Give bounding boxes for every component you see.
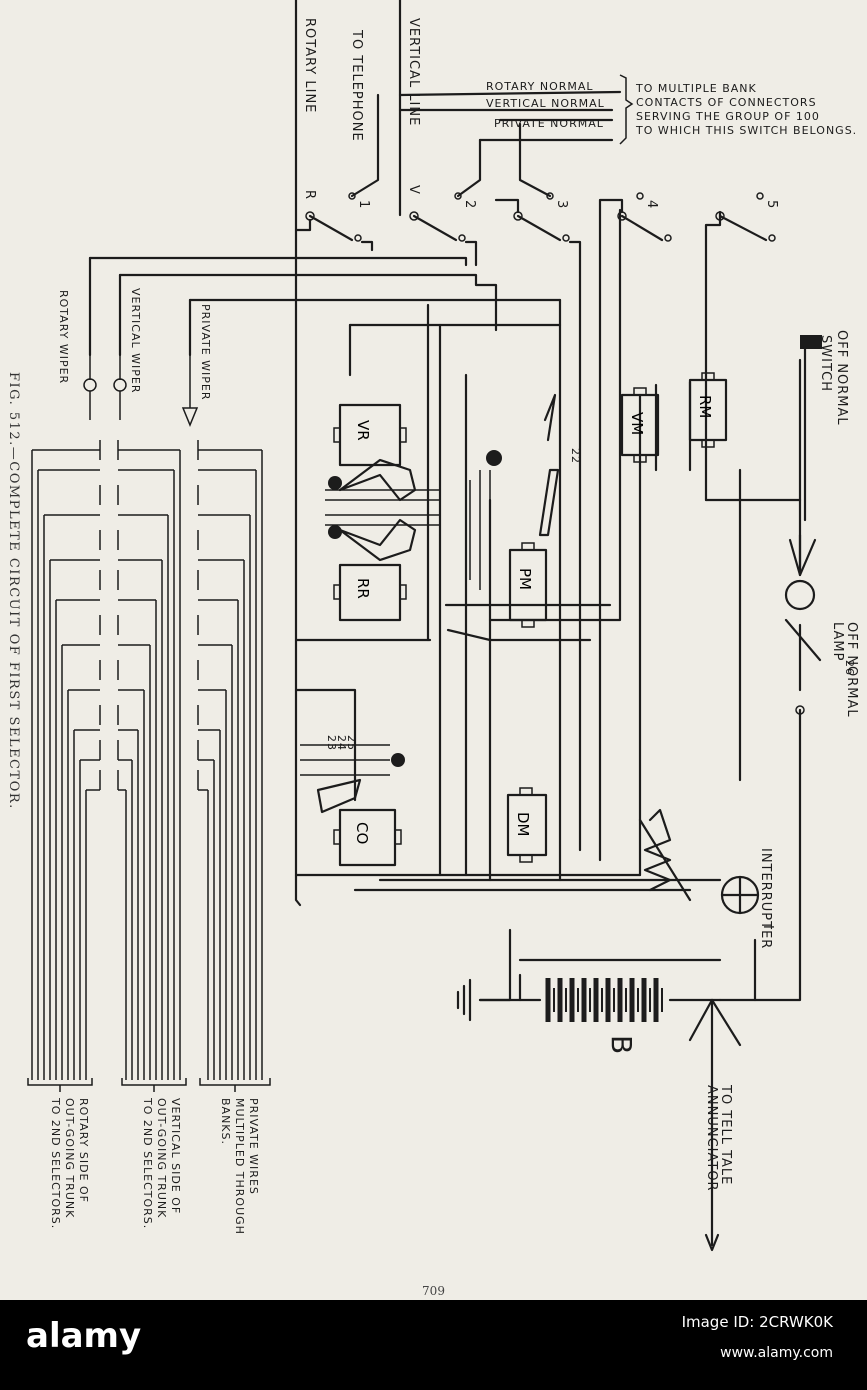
spring-number-1: 1 — [356, 200, 371, 209]
tell-tale-output: TO TELL TALE ANNUNCIATOR — [688, 998, 742, 1252]
private-wires-line-1: PRIVATE WIRES — [247, 1098, 260, 1195]
vertical-brace — [121, 1078, 187, 1092]
rotary-brace — [27, 1078, 93, 1092]
to-telephone-label: TO TELEPHONE — [349, 29, 364, 142]
off-normal-switch-block — [800, 335, 822, 349]
co-armature-contact — [391, 753, 405, 767]
tell-tale-line-2: ANNUNCIATOR — [704, 1085, 719, 1192]
off-normal-switch-line-2: SWITCH — [818, 335, 833, 392]
battery: B — [456, 973, 722, 1055]
vertical-wiper: VERTICAL WIPER — [113, 288, 142, 420]
co-magnet: CO — [316, 778, 402, 867]
rotary-bank — [31, 440, 101, 1080]
off-normal-switch-line-1: OFF NORMAL — [834, 330, 849, 426]
contact-25-label: 25 — [345, 735, 358, 751]
spring-2 — [409, 192, 478, 267]
vertical-side-line-3: TO 2ND SELECTORS. — [141, 1097, 154, 1229]
wipers: PRIVATE WIPER VERTICAL WIPER ROTARY WIPE… — [57, 288, 212, 427]
vertical-normal-label: VERTICAL NORMAL — [486, 97, 605, 110]
image-id-text: Image ID: 2CRWK0K — [681, 1313, 833, 1331]
vr-magnet: VR — [333, 403, 417, 502]
vertical-bank — [117, 440, 181, 1080]
alamy-logo: alamy — [26, 1316, 142, 1356]
bank-note-line-1: TO MULTIPLE BANK — [635, 82, 757, 95]
rotary-normal-label: ROTARY NORMAL — [486, 80, 594, 93]
off-normal-lamp-line-1: OFF NORMAL — [844, 622, 859, 718]
contact-24-label: 24 — [335, 735, 348, 751]
rotary-side-line-3: TO 2ND SELECTORS. — [49, 1097, 62, 1229]
private-normal-label: PRIVATE NORMAL — [494, 117, 604, 130]
private-wires-line-3: BANKS. — [219, 1098, 232, 1145]
cross-wires — [88, 208, 802, 1002]
pm-label: PM — [516, 568, 534, 590]
top-labels: ROTARY LINE R TO TELEPHONE VERTICAL LINE… — [302, 18, 857, 209]
vr-armature-contact — [328, 476, 342, 490]
spring-4 — [598, 192, 672, 862]
rotary-side-line-2: OUT-GOING TRUNK — [63, 1098, 76, 1218]
page-number: 709 — [422, 1284, 445, 1298]
pm-magnet: PM — [508, 393, 560, 628]
spring-number-4: 4 — [644, 200, 659, 209]
rr-label: RR — [354, 578, 372, 599]
spring-contacts — [294, 192, 776, 862]
vertical-side-line-2: OUT-GOING TRUNK — [155, 1098, 168, 1218]
contact-23-label: 23 — [325, 735, 338, 751]
rotary-wiper-label: ROTARY WIPER — [57, 290, 70, 384]
vertical-line-label: VERTICAL LINE — [406, 18, 421, 126]
figure-caption: FIG. 512.—COMPLETE CIRCUIT OF FIRST SELE… — [6, 372, 21, 810]
bank-note-line-4: TO WHICH THIS SWITCH BELONGS. — [635, 124, 857, 137]
private-wiper-label: PRIVATE WIPER — [199, 304, 212, 401]
rotary-wiper: ROTARY WIPER — [57, 290, 97, 420]
interrupter-letter: I — [760, 925, 775, 930]
private-bank — [197, 440, 263, 1080]
bank-note-line-2: CONTACTS OF CONNECTORS — [636, 96, 817, 109]
spring-1 — [294, 192, 374, 252]
rm-label: RM — [696, 395, 714, 418]
contact-22-label: 22 — [569, 448, 582, 464]
vm-magnet: VM — [620, 387, 660, 463]
spring-5 — [704, 192, 776, 502]
spring-number-5: 5 — [764, 200, 779, 209]
relay-springs: 22 23 24 25 — [300, 448, 582, 776]
vertical-side-line-1: VERTICAL SIDE OF — [169, 1098, 182, 1214]
rm-magnet: RM — [688, 372, 728, 448]
off-normal-equipment: OFF NORMAL SWITCH OFF NORMAL LAMP 26 — [784, 330, 859, 718]
magnets: VR RR VM RM — [316, 372, 728, 867]
bank-note-line-3: SERVING THE GROUP OF 100 — [636, 110, 820, 123]
spring-number-2: 2 — [462, 200, 477, 209]
vertical-wiper-label: VERTICAL WIPER — [129, 288, 142, 393]
dm-magnet: DM — [506, 787, 548, 863]
off-normal-lamp-bulb — [784, 579, 816, 611]
spring-number-3: 3 — [554, 200, 569, 209]
watermark-banner — [0, 1300, 867, 1390]
rotary-side-line-1: ROTARY SIDE OF — [77, 1098, 90, 1203]
bank-contacts — [27, 440, 271, 1092]
dm-label: DM — [514, 812, 532, 837]
tell-tale-line-1: TO TELL TALE — [718, 1084, 733, 1185]
rr-armature-contact — [328, 525, 342, 539]
power-section: INTERRUPTER I B TO TELL TALE ANNUNCIATOR — [456, 808, 775, 1252]
battery-letter: B — [605, 1035, 638, 1055]
vr-label: VR — [354, 420, 372, 441]
alamy-url-text: www.alamy.com — [720, 1345, 833, 1361]
lamp-spring-number: 26 — [843, 660, 856, 676]
private-wires-line-2: MULTIPLED THROUGH — [233, 1098, 246, 1235]
pm-armature-contact — [486, 450, 502, 466]
vm-label: VM — [628, 412, 646, 435]
spring-3 — [494, 192, 582, 852]
co-label: CO — [353, 822, 371, 844]
rr-magnet: RR — [333, 518, 417, 622]
first-selector-circuit-diagram: PRIVATE WIPER VERTICAL WIPER ROTARY WIPE… — [6, 0, 859, 1252]
rotary-line-label: ROTARY LINE — [302, 18, 317, 113]
private-brace — [199, 1078, 271, 1092]
rotary-letter: R — [302, 190, 317, 200]
trunk-labels: PRIVATE WIRES MULTIPLED THROUGH BANKS. V… — [49, 1097, 260, 1235]
interrupter-label: INTERRUPTER — [758, 848, 773, 949]
interrupter: INTERRUPTER I — [638, 808, 775, 949]
private-wiper: PRIVATE WIPER — [181, 304, 212, 427]
off-normal-lamp-line-2: LAMP — [830, 622, 845, 662]
vertical-letter: V — [406, 185, 421, 195]
